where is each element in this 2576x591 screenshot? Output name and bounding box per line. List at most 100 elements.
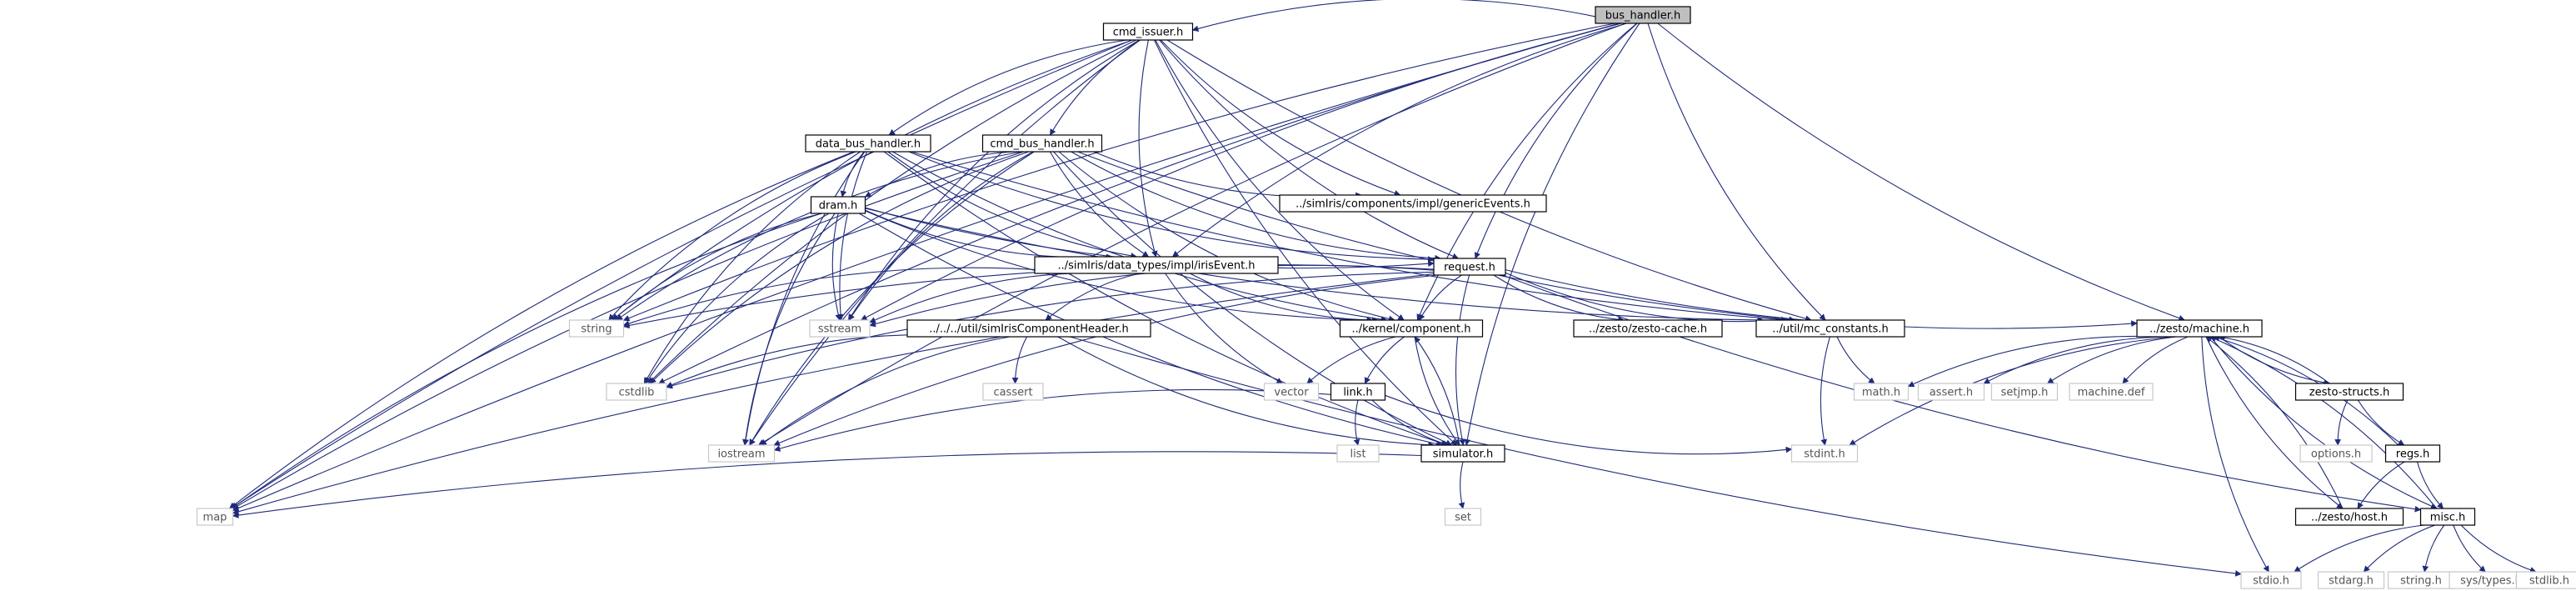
node-label: ../util/mc_constants.h — [1772, 323, 1889, 336]
node-box — [1279, 194, 1547, 213]
node-label: cassert — [993, 387, 1032, 399]
graph-node-simIrisComponentHeader[interactable]: ../../../util/simIrisComponentHeader.h — [906, 319, 1151, 338]
graph-node-machine-def: machine.def — [2069, 383, 2154, 401]
edge-component-to-vector — [1306, 336, 1396, 384]
node-box — [606, 383, 667, 401]
graph-node-mc-constants[interactable]: ../util/mc_constants.h — [1755, 319, 1905, 338]
edge-cmd-issuer-to-irisEvent — [1138, 39, 1158, 258]
edge-misc-to-machine — [2209, 336, 2438, 509]
edge-machine-to-zesto-structs — [2219, 336, 2331, 386]
graph-node-component[interactable]: ../kernel/component.h — [1339, 319, 1484, 338]
node-box — [1917, 383, 1985, 401]
edge-link-to-stdint — [1385, 394, 1793, 455]
graph-node-bus-handler[interactable]: bus_handler.h — [1595, 6, 1691, 24]
edge-dram-to-mc-constants — [865, 208, 1765, 323]
graph-node-host[interactable]: ../zesto/host.h — [2294, 508, 2404, 526]
node-box — [1853, 383, 1910, 401]
node-label: request.h — [1444, 262, 1495, 274]
node-label: map — [203, 512, 227, 524]
node-label: ../zesto/zesto-cache.h — [1589, 323, 1707, 336]
edge-link-to-list — [1353, 399, 1360, 446]
graph-node-regs[interactable]: regs.h — [2384, 444, 2441, 463]
node-label: cmd_issuer.h — [1113, 27, 1183, 39]
node-label: options.h — [2311, 448, 2361, 461]
node-label: vector — [1274, 387, 1309, 399]
edge-machine-to-host — [2205, 336, 2344, 509]
node-label: string — [581, 323, 612, 336]
node-label: ../simIris/data_types/impl/irisEvent.h — [1057, 260, 1255, 273]
node-label: set — [1455, 512, 1471, 524]
graph-node-genericEvents[interactable]: ../simIris/components/impl/genericEvents… — [1279, 194, 1547, 213]
node-box — [982, 383, 1044, 401]
edge-cmd-issuer-to-sstream — [847, 39, 1140, 321]
edge-simIrisComponentHeader-to-stdio — [1070, 336, 2242, 577]
graph-node-stdint: stdint.h — [1790, 444, 1859, 463]
edge-simIrisComponentHeader-to-cassert — [1011, 336, 1027, 384]
graph-node-dram[interactable]: dram.h — [810, 196, 866, 214]
edge-mc-constants-to-math — [1836, 336, 1875, 384]
edge-request-to-map — [232, 273, 1435, 515]
graph-node-misc[interactable]: misc.h — [2419, 508, 2476, 526]
node-box — [707, 444, 776, 463]
node-box — [2069, 383, 2154, 401]
node-box — [1339, 319, 1484, 338]
edge-data-bus-handler-to-sstream — [837, 151, 868, 321]
edge-cmd-bus-handler-to-iostream — [749, 151, 1035, 446]
graph-node-zesto-structs[interactable]: zesto-structs.h — [2294, 383, 2404, 401]
node-label: stdint.h — [1804, 448, 1845, 461]
graph-node-setjmp: setjmp.h — [1990, 383, 2059, 401]
node-box — [2299, 444, 2373, 463]
edge-cmd-bus-handler-to-component — [1058, 151, 1395, 323]
edge-machine-to-stdio — [2201, 336, 2269, 573]
edge-bus-handler-to-component — [1416, 23, 1637, 321]
edge-cmd-bus-handler-to-irisEvent — [1049, 151, 1150, 258]
node-label: ../zesto/host.h — [2311, 512, 2388, 524]
node-box — [2384, 444, 2441, 463]
graph-node-request[interactable]: request.h — [1433, 258, 1506, 276]
node-label: string.h — [2400, 575, 2442, 588]
node-label: ../simIris/components/impl/genericEvents… — [1295, 198, 1530, 211]
edge-misc-to-sys-types — [2453, 524, 2486, 573]
graph-node-cmd-issuer[interactable]: cmd_issuer.h — [1102, 23, 1194, 41]
edge-cmd-issuer-to-genericEvents — [1161, 39, 1401, 197]
edge-dram-to-map — [231, 213, 822, 509]
graph-node-simulator[interactable]: simulator.h — [1420, 444, 1505, 463]
graph-node-irisEvent[interactable]: ../simIris/data_types/impl/irisEvent.h — [1034, 256, 1279, 274]
edge-request-to-cstdlib — [666, 271, 1435, 389]
node-label: simulator.h — [1433, 448, 1493, 461]
edge-irisEvent-to-vector — [1165, 273, 1283, 384]
graph-node-machine[interactable]: ../zesto/machine.h — [2136, 319, 2263, 338]
graph-node-cmd-bus-handler[interactable]: cmd_bus_handler.h — [981, 134, 1103, 153]
node-label: list — [1350, 448, 1365, 461]
node-label: cmd_bus_handler.h — [990, 138, 1094, 151]
node-label: sys/types.h — [2460, 575, 2522, 588]
edge-request-to-simulator — [1455, 274, 1470, 446]
node-label: sstream — [818, 323, 861, 336]
edge-cmd-bus-handler-to-cstdlib — [649, 151, 1029, 384]
edge-misc-to-stdio — [2294, 524, 2425, 573]
edge-dram-to-iostream — [742, 213, 836, 446]
node-box — [981, 134, 1103, 153]
edge-simulator-to-map — [232, 451, 1422, 518]
edges-layer — [228, 0, 2537, 577]
edge-data-bus-handler-to-cstdlib — [643, 151, 861, 384]
edge-bus-handler-to-simulator — [1464, 23, 1640, 446]
graph-node-list: list — [1336, 444, 1380, 463]
graph-node-zesto-cache[interactable]: ../zesto/zesto-cache.h — [1573, 319, 1723, 338]
node-box — [2317, 571, 2385, 589]
node-label: link.h — [1343, 387, 1372, 399]
node-label: math.h — [1862, 387, 1900, 399]
nodes-layer: bus_handler.h cmd_issuer.h data_bus_handle… — [196, 6, 2576, 589]
node-label: setjmp.h — [2001, 387, 2049, 399]
edge-dram-to-simulator — [858, 213, 1443, 448]
graph-node-data-bus-handler[interactable]: data_bus_handler.h — [805, 134, 931, 153]
graph-node-vector: vector — [1263, 383, 1320, 401]
edge-data-bus-handler-to-iostream — [742, 151, 866, 446]
edge-misc-to-stdarg — [2363, 524, 2435, 573]
graph-node-string-h: string.h — [2387, 571, 2455, 589]
edge-bus-handler-to-request — [1474, 23, 1638, 259]
graph-node-cstdlib: cstdlib — [606, 383, 667, 401]
edge-cmd-issuer-to-simulator — [1154, 39, 1458, 446]
edge-request-to-sstream — [869, 264, 1435, 328]
graph-node-link[interactable]: link.h — [1330, 383, 1386, 401]
